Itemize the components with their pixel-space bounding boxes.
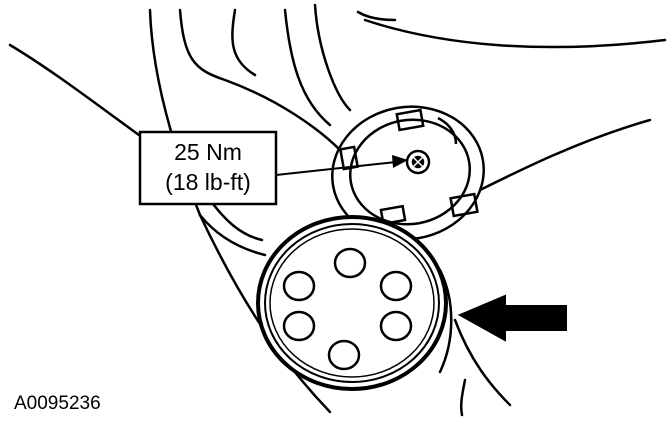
top-right-panel-edge-short: [356, 10, 397, 22]
filler-housing: [256, 215, 448, 391]
bay-contour-side: [208, 198, 264, 242]
figure-id-label: A0095236: [14, 393, 101, 414]
pointing-arrow-icon: [457, 294, 567, 342]
right-contour-c: [459, 378, 467, 417]
body-outline-left: [8, 43, 162, 152]
torque-lbft-label: (18 lb-ft): [165, 169, 251, 195]
top-right-panel-edge: [363, 18, 667, 49]
bay-contour-inner: [198, 213, 267, 257]
callout-leader-arrowhead: [392, 155, 408, 168]
torque-callout-text: 25 Nm (18 lb-ft): [140, 132, 276, 204]
torque-nm-label: 25 Nm: [174, 139, 242, 165]
filler-door: [331, 105, 485, 241]
body-contour-b: [178, 8, 342, 152]
right-contour-b: [453, 318, 512, 407]
body-contour-c: [231, 8, 257, 77]
torque-callout-box: [138, 130, 278, 206]
right-edge-panel: [468, 118, 652, 197]
body-contour-d: [283, 8, 332, 127]
callout-leader-line: [275, 161, 397, 176]
body-contour-e: [313, 3, 352, 112]
screw-icon: [405, 149, 431, 175]
